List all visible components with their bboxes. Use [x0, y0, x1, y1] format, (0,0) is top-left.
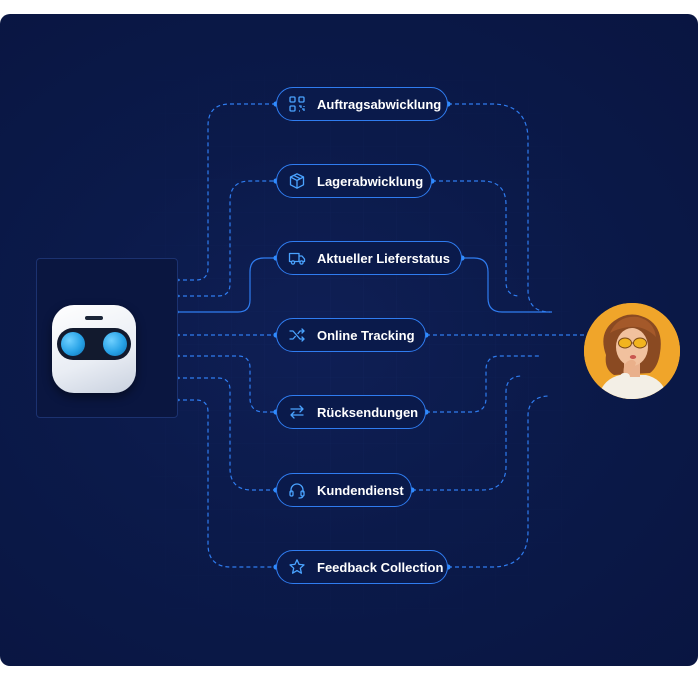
shuffle-icon: [289, 328, 305, 342]
item-feedback-collection[interactable]: Feedback Collection: [276, 550, 448, 584]
item-auftragsabwicklung[interactable]: Auftragsabwicklung: [276, 87, 448, 121]
connector-left-3: [176, 257, 276, 313]
thinking-person-avatar: [584, 303, 680, 399]
headset-icon: [289, 483, 305, 499]
connector-right-5: [426, 355, 540, 413]
connector-right-3: [462, 257, 552, 313]
connector-left-5: [176, 355, 276, 413]
item-label: Kundendienst: [317, 482, 404, 498]
connector-right-6: [412, 375, 523, 491]
robot-eye-right: [103, 332, 127, 356]
connector-left-2: [176, 180, 276, 297]
item-ruecksendungen[interactable]: Rücksendungen: [276, 395, 426, 429]
connector-left-7: [176, 399, 276, 568]
item-kundendienst[interactable]: Kundendienst: [276, 473, 412, 507]
delivery-truck-icon: [288, 252, 306, 265]
item-aktueller-lieferstatus[interactable]: Aktueller Lieferstatus: [276, 241, 462, 275]
connector-left-6: [176, 377, 276, 491]
item-label: Lagerabwicklung: [317, 173, 424, 189]
connector-right-2: [432, 180, 521, 297]
item-label: Online Tracking: [317, 327, 415, 343]
robot-head-icon: [52, 305, 136, 393]
package-box-icon: [289, 173, 305, 189]
robot-eye-left: [61, 332, 85, 356]
item-label: Aktueller Lieferstatus: [317, 250, 450, 266]
connector-left-1: [176, 103, 276, 281]
item-lagerabwicklung[interactable]: Lagerabwicklung: [276, 164, 432, 198]
item-label: Auftragsabwicklung: [317, 96, 442, 112]
item-online-tracking[interactable]: Online Tracking: [276, 318, 426, 352]
diagram-card: Auftragsabwicklung Lagerabwicklung Aktue…: [0, 14, 698, 666]
connector-right-7: [448, 395, 551, 568]
qr-scan-icon: [289, 96, 305, 112]
connector-right-1: [448, 103, 551, 313]
star-icon: [289, 559, 305, 574]
swap-arrows-icon: [290, 405, 304, 419]
item-label: Rücksendungen: [317, 404, 419, 420]
item-label: Feedback Collection: [317, 559, 444, 575]
